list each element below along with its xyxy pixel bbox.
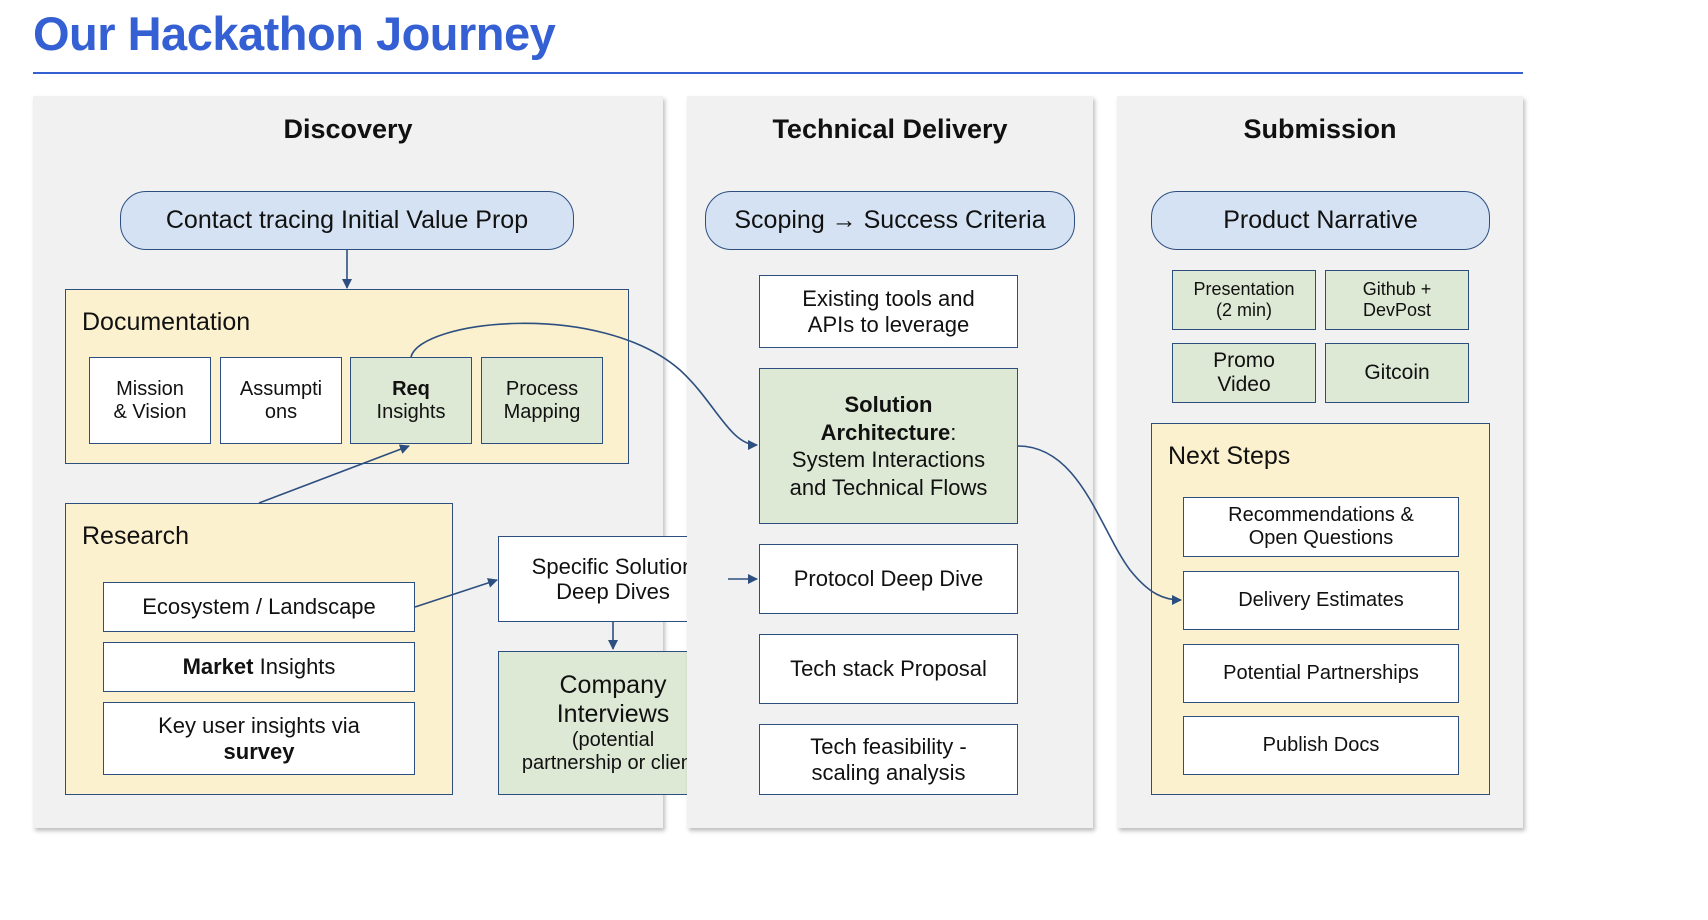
protocol-deep-dive-box[interactable]: Protocol Deep Dive	[759, 544, 1018, 614]
feasibility-line1: Tech feasibility -	[810, 734, 967, 760]
value-prop-pill[interactable]: Contact tracing Initial Value Prop	[120, 191, 574, 250]
survey-box[interactable]: Key user insights via survey	[103, 702, 415, 775]
process-line2: Mapping	[503, 400, 581, 423]
presentation-box[interactable]: Presentation (2 min)	[1172, 270, 1316, 330]
partnerships-label: Potential Partnerships	[1223, 662, 1419, 684]
product-narrative-pill[interactable]: Product Narrative	[1151, 191, 1490, 250]
scoping-pill[interactable]: Scoping → Success Criteria	[705, 191, 1075, 250]
req-insights-line2: Insights	[376, 400, 446, 423]
interviews-line2: Interviews	[556, 700, 670, 728]
publish-docs-box[interactable]: Publish Docs	[1183, 716, 1459, 775]
gitcoin-label: Gitcoin	[1364, 360, 1430, 384]
gitcoin-box[interactable]: Gitcoin	[1325, 343, 1469, 403]
delivery-label: Delivery Estimates	[1238, 589, 1404, 611]
discovery-title: Discovery	[283, 114, 413, 144]
deep-dives-line1: Specific Solution	[531, 553, 695, 579]
documentation-label: Documentation	[82, 308, 251, 336]
scoping-label: Scoping → Success Criteria	[734, 206, 1046, 234]
recommendations-line1: Recommendations &	[1228, 504, 1414, 526]
mission-vision-box[interactable]: Mission & Vision	[89, 357, 211, 444]
delivery-estimates-box[interactable]: Delivery Estimates	[1183, 571, 1459, 630]
potential-partnerships-box[interactable]: Potential Partnerships	[1183, 644, 1459, 703]
submission-title: Submission	[1243, 114, 1397, 144]
promo-line2: Video	[1217, 373, 1271, 396]
existing-line1: Existing tools and	[802, 286, 975, 312]
publish-docs-label: Publish Docs	[1262, 734, 1380, 756]
process-line1: Process	[505, 377, 579, 400]
req-insights-box[interactable]: Req Insights	[350, 357, 472, 444]
ecosystem-box[interactable]: Ecosystem / Landscape	[103, 582, 415, 632]
presentation-line2: (2 min)	[1215, 300, 1272, 320]
interviews-line3: (potential	[571, 728, 655, 751]
existing-line2: APIs to leverage	[807, 311, 970, 337]
page-title: Our Hackathon Journey	[33, 7, 556, 60]
technical-title: Technical Delivery	[772, 114, 1008, 144]
deep-dives-line2: Deep Dives	[556, 579, 670, 604]
architecture-line2: Architecture:	[821, 419, 957, 447]
market-bold: Market	[182, 654, 254, 680]
github-devpost-box[interactable]: Github + DevPost	[1325, 270, 1469, 330]
req-insights-line1: Req	[392, 377, 430, 400]
architecture-bold: Architecture	[820, 419, 951, 445]
tech-stack-box[interactable]: Tech stack Proposal	[759, 634, 1018, 704]
architecture-line3: System Interactions	[791, 447, 986, 472]
recommendations-line2: Open Questions	[1248, 527, 1394, 549]
next-steps-label: Next Steps	[1168, 442, 1291, 470]
mission-line2: & Vision	[113, 400, 187, 423]
architecture-colon: :	[950, 419, 957, 445]
market-insights-box[interactable]: Market Insights	[103, 642, 415, 692]
survey-line2: survey	[223, 738, 295, 764]
architecture-line4: and Technical Flows	[789, 474, 988, 500]
product-narrative-label: Product Narrative	[1223, 206, 1418, 234]
interviews-line1: Company	[559, 671, 667, 700]
assumptions-line2: ons	[264, 400, 298, 423]
recommendations-box[interactable]: Recommendations & Open Questions	[1183, 497, 1459, 557]
value-prop-label: Contact tracing Initial Value Prop	[165, 206, 529, 234]
promo-line1: Promo	[1213, 348, 1275, 372]
assumptions-box[interactable]: Assumpti ons	[220, 357, 342, 444]
research-label: Research	[82, 522, 189, 550]
feasibility-line2: scaling analysis	[811, 759, 966, 785]
mission-line1: Mission	[116, 377, 184, 400]
github-line1: Github +	[1362, 279, 1432, 300]
survey-line1: Key user insights via	[158, 713, 360, 739]
ecosystem-label: Ecosystem / Landscape	[142, 594, 376, 620]
process-mapping-box[interactable]: Process Mapping	[481, 357, 603, 444]
solution-architecture-box[interactable]: Solution Architecture: System Interactio…	[759, 368, 1018, 524]
assumptions-line1: Assumpti	[239, 377, 323, 400]
protocol-label: Protocol Deep Dive	[793, 566, 984, 592]
market-rest: Insights	[253, 654, 336, 680]
title-divider	[33, 72, 1523, 74]
presentation-line1: Presentation	[1193, 279, 1295, 300]
architecture-line1: Solution	[844, 392, 933, 417]
existing-tools-box[interactable]: Existing tools and APIs to leverage	[759, 275, 1018, 348]
interviews-line4: partnership or client)	[521, 751, 705, 774]
tech-stack-label: Tech stack Proposal	[790, 656, 987, 682]
market-insights-label: Market Insights	[183, 654, 336, 679]
promo-video-box[interactable]: Promo Video	[1172, 343, 1316, 403]
github-line2: DevPost	[1362, 300, 1432, 320]
feasibility-box[interactable]: Tech feasibility - scaling analysis	[759, 724, 1018, 795]
